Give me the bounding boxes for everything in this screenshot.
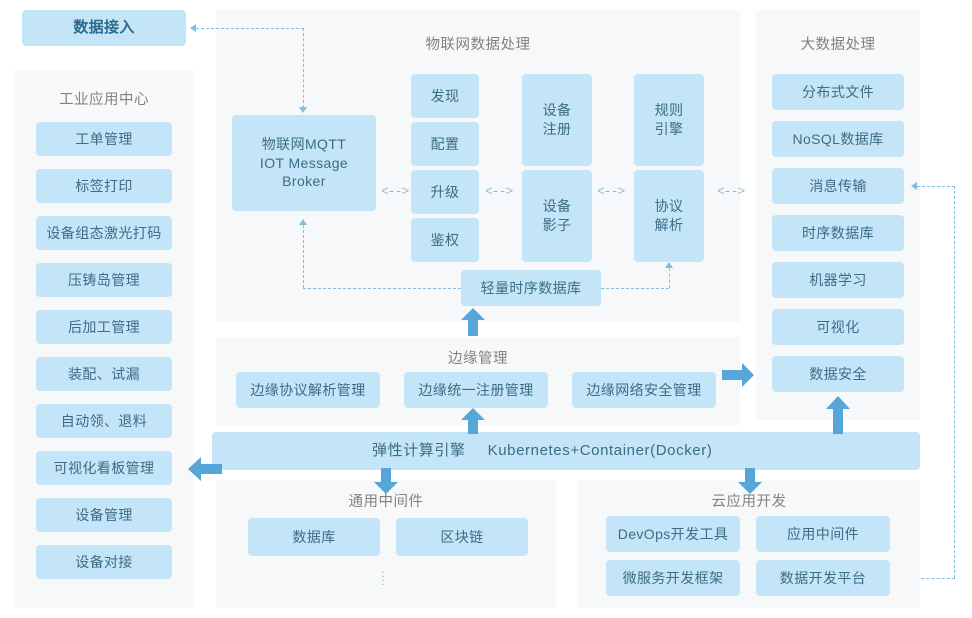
dash-right-rail	[954, 186, 955, 578]
arrow-edge-to-tsdb	[461, 308, 485, 336]
cloud-dev-title: 云应用开发	[711, 494, 787, 510]
iot-device-shadow-box[interactable]: 设备 影子	[522, 170, 592, 262]
edge-item-register[interactable]: 边缘统一注册管理	[404, 372, 548, 408]
app-item-yazhudao[interactable]: 压铸岛管理	[36, 263, 172, 297]
dash-to-data-access	[196, 28, 304, 29]
dash-tsdb-right-head	[665, 262, 673, 268]
app-item-zidonglingliao[interactable]: 自动领、退料	[36, 404, 172, 438]
iot-config-box[interactable]: 配置	[411, 122, 479, 166]
iot-title: 物联网数据处理	[425, 37, 531, 53]
rule-engine-line-2: 引擎	[654, 121, 684, 137]
broker-line-2: IOT Message	[259, 154, 349, 171]
device-shadow-line-2: 影子	[542, 217, 572, 233]
bigdata-item-message-transport[interactable]: 消息传输	[772, 168, 904, 204]
link-upgrade-to-device: <-->	[485, 184, 513, 199]
dash-tsdb-right-up	[669, 268, 670, 288]
rule-engine-line-1: 规则	[654, 102, 684, 119]
iot-device-register-box[interactable]: 设备 注册	[522, 74, 592, 166]
compute-engine-bar[interactable]: 弹性计算引擎 Kubernetes+Container(Docker)	[212, 432, 920, 470]
iot-upgrade-box[interactable]: 升级	[411, 170, 479, 214]
link-device-to-protocol: <-->	[597, 184, 625, 199]
dash-to-data-access-head	[190, 24, 196, 32]
compute-engine-label-cn: 弹性计算引擎	[372, 441, 466, 459]
vdot-2: .	[381, 568, 385, 580]
bigdata-item-tsdb[interactable]: 时序数据库	[772, 215, 904, 251]
middleware-more-indicator: . . . .	[376, 564, 390, 588]
dash-right-to-message	[917, 186, 955, 187]
vdot-4: .	[381, 576, 385, 588]
arrow-edge-to-bigdata	[722, 363, 754, 387]
dash-right-to-message-head	[911, 182, 917, 190]
app-item-zhuangpei[interactable]: 装配、试漏	[36, 357, 172, 391]
app-item-gongdan[interactable]: 工单管理	[36, 122, 172, 156]
arrow-compute-to-bigdata	[826, 396, 850, 434]
middleware-item-database[interactable]: 数据库	[248, 518, 380, 556]
bigdata-item-data-security[interactable]: 数据安全	[772, 356, 904, 392]
cloud-dev-item-microservice[interactable]: 微服务开发框架	[606, 560, 740, 596]
bigdata-item-visualization[interactable]: 可视化	[772, 309, 904, 345]
broker-line-1: 物联网MQTT	[261, 135, 347, 152]
app-item-jiguangdama[interactable]: 设备组态激光打码	[36, 216, 172, 250]
vdot-3: .	[381, 572, 385, 584]
middleware-item-blockchain[interactable]: 区块链	[396, 518, 528, 556]
device-register-line-1: 设备	[542, 102, 572, 119]
iot-mqtt-broker-box[interactable]: 物联网MQTT IOT Message Broker	[232, 115, 376, 211]
dash-tsdb-left-up	[303, 225, 304, 288]
vdot-1: .	[381, 564, 385, 576]
arrow-compute-to-appcenter	[188, 457, 222, 481]
arrow-compute-to-middleware	[374, 468, 398, 494]
app-item-shebeiguanli[interactable]: 设备管理	[36, 498, 172, 532]
bigdata-item-distributed-file[interactable]: 分布式文件	[772, 74, 904, 110]
bigdata-item-nosql[interactable]: NoSQL数据库	[772, 121, 904, 157]
dash-broker-up-head	[299, 107, 307, 113]
device-register-line-2: 注册	[542, 121, 572, 137]
dash-tsdb-left	[303, 288, 461, 289]
iot-rule-engine-box[interactable]: 规则 引擎	[634, 74, 704, 166]
cloud-dev-item-devops[interactable]: DevOps开发工具	[606, 516, 740, 552]
protocol-parse-line-1: 协议	[654, 198, 684, 215]
device-shadow-line-1: 设备	[542, 198, 572, 215]
broker-line-3: Broker	[282, 173, 326, 190]
app-item-shebeiduijie[interactable]: 设备对接	[36, 545, 172, 579]
app-center-title: 工业应用中心	[59, 92, 149, 108]
middleware-title: 通用中间件	[348, 494, 424, 510]
link-protocol-to-bigdata: <-->	[717, 184, 745, 199]
arrow-compute-to-clouddev	[738, 468, 762, 494]
dash-tsdb-right	[601, 288, 669, 289]
app-item-kanban[interactable]: 可视化看板管理	[36, 451, 172, 485]
cloud-dev-item-data-platform[interactable]: 数据开发平台	[756, 560, 890, 596]
dash-datadev-right	[885, 578, 955, 579]
dash-tsdb-left-head	[299, 219, 307, 225]
bigdata-item-machine-learning[interactable]: 机器学习	[772, 262, 904, 298]
iot-auth-box[interactable]: 鉴权	[411, 218, 479, 262]
app-item-biaoqian[interactable]: 标签打印	[36, 169, 172, 203]
iot-discover-box[interactable]: 发现	[411, 74, 479, 118]
edge-item-network-security[interactable]: 边缘网络安全管理	[572, 372, 716, 408]
link-broker-to-upgrade: <-->	[381, 184, 409, 199]
iot-tsdb-box[interactable]: 轻量时序数据库	[461, 270, 601, 306]
compute-engine-label-en: Kubernetes+Container(Docker)	[487, 441, 713, 459]
app-item-houjiagong[interactable]: 后加工管理	[36, 310, 172, 344]
protocol-parse-line-2: 解析	[654, 217, 684, 233]
data-access-box[interactable]: 数据接入	[22, 10, 186, 46]
arrow-compute-to-edge	[461, 408, 485, 434]
dash-broker-up	[303, 28, 304, 108]
edge-item-protocol[interactable]: 边缘协议解析管理	[236, 372, 380, 408]
bigdata-title: 大数据处理	[800, 37, 876, 53]
cloud-dev-item-app-middleware[interactable]: 应用中间件	[756, 516, 890, 552]
iot-protocol-parse-box[interactable]: 协议 解析	[634, 170, 704, 262]
edge-title: 边缘管理	[448, 351, 508, 367]
